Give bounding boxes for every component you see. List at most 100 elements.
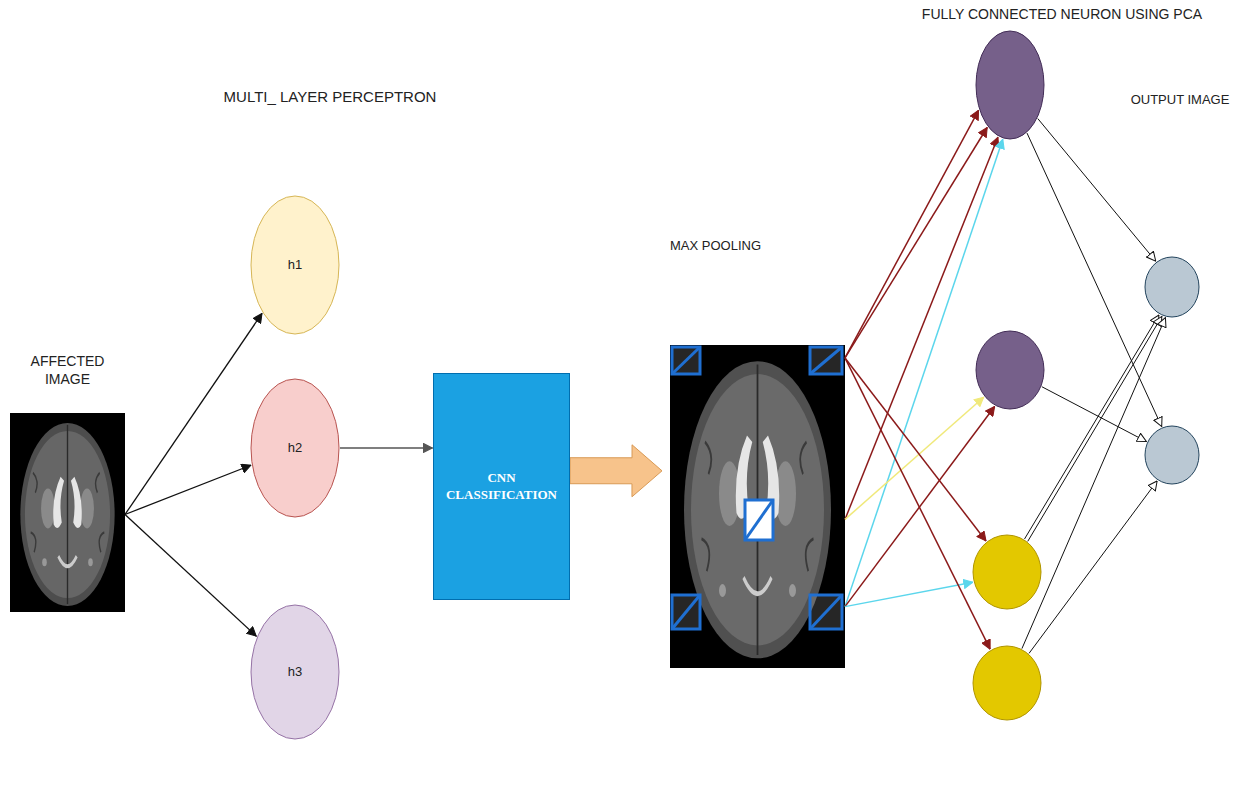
- connector-arrow: [1027, 133, 1162, 426]
- connector-group: [1027, 133, 1162, 426]
- drawing-part: [672, 347, 700, 374]
- connector-group: [1042, 387, 1147, 442]
- drawing-part: [672, 595, 700, 629]
- connector-group: [125, 313, 262, 514]
- neuron-circle: [1145, 426, 1199, 484]
- drawing-part: [672, 595, 700, 629]
- connector-group: [845, 397, 984, 519]
- drawing-part: [31, 473, 105, 553]
- pooling-image: MAX POOLING: [670, 238, 845, 668]
- connector-arrow: [125, 465, 251, 514]
- drawing-part: [42, 558, 47, 566]
- connector-arrow: [845, 397, 984, 519]
- neuron-circle: [251, 605, 339, 739]
- image-caption: AFFECTED IMAGE: [10, 353, 125, 388]
- process-box: CNN CLASSIFICATION: [433, 373, 570, 600]
- connector-group: [845, 358, 990, 649]
- hidden-neuron: h3: [250, 604, 340, 740]
- connector-arrow: [1042, 387, 1147, 442]
- block-arrow: [570, 445, 662, 497]
- drawing-part: [789, 584, 796, 597]
- fc-neuron: [975, 30, 1045, 140]
- fc-neuron: [975, 330, 1045, 410]
- neuron-circle: [973, 646, 1041, 720]
- pooling-window: [672, 347, 842, 629]
- connector-group: [570, 445, 662, 497]
- layer-title: OUTPUT IMAGE: [1131, 92, 1230, 108]
- drawing-part: [672, 347, 700, 374]
- connector-arrow: [125, 514, 256, 636]
- connector-arrow: [1038, 119, 1156, 262]
- drawing-part: [10, 413, 125, 612]
- neuron-outline: [972, 645, 1042, 721]
- connector-arrow: [1029, 481, 1157, 653]
- neuron-circle: [1145, 257, 1199, 317]
- connector-arrow: [845, 127, 987, 357]
- drawing-part: [745, 500, 773, 540]
- drawing-part: [810, 595, 842, 629]
- neuron-circle: [976, 331, 1044, 409]
- connector-group: [845, 582, 973, 606]
- neuron-circle: [251, 196, 339, 334]
- connector-arrow: [845, 358, 986, 541]
- connector-arrow: [1028, 316, 1162, 541]
- brain-scan: [670, 345, 845, 668]
- connector-arrow: [845, 358, 990, 649]
- drawing-part: [80, 489, 94, 529]
- drawing-part: [41, 489, 55, 529]
- drawing-part: [810, 595, 842, 629]
- node-label: h2: [288, 440, 302, 456]
- brain-scan: [10, 413, 125, 612]
- image-caption: MAX POOLING: [670, 238, 845, 254]
- neuron-outline: [972, 534, 1042, 610]
- drawing-part: [810, 347, 842, 374]
- connector-group: [125, 465, 251, 514]
- neuron-circle: [976, 31, 1044, 139]
- drawing-part: [67, 425, 68, 604]
- connector-group: [845, 358, 986, 541]
- drawing-part: [719, 584, 726, 597]
- neuron-circle: [251, 379, 339, 517]
- neuron-outline: [975, 330, 1045, 410]
- input-image: AFFECTED IMAGE: [10, 353, 125, 612]
- mri-illustration: [10, 413, 125, 612]
- connector-arrow: [845, 582, 973, 606]
- connector-arrow: [845, 137, 998, 519]
- pooling-illustration: [670, 345, 845, 668]
- connector-group: [125, 514, 256, 636]
- node-label: h1: [288, 257, 302, 273]
- drawing-part: [810, 347, 842, 374]
- connector-group: [1028, 316, 1162, 541]
- fc-neuron: [972, 645, 1042, 721]
- connector-group: [1029, 481, 1157, 653]
- drawing-part: [20, 423, 114, 606]
- node-label: CNN CLASSIFICATION: [440, 470, 563, 503]
- drawing-part: [745, 500, 773, 540]
- drawing-part: [744, 578, 772, 594]
- output-neuron: [1144, 256, 1200, 318]
- layer-title: FULLY CONNECTED NEURON USING PCA: [922, 6, 1202, 23]
- neuron-outline: [1144, 256, 1200, 318]
- neuron-circle: [973, 535, 1041, 609]
- node-label: h3: [288, 664, 302, 680]
- neuron-outline: [975, 30, 1045, 140]
- connector-group: [1038, 119, 1156, 262]
- drawing-part: [71, 477, 82, 528]
- drawing-part: [702, 442, 814, 571]
- drawing-part: [670, 345, 845, 668]
- drawing-part: [88, 558, 93, 566]
- connector-arrow: [125, 313, 262, 514]
- fc-neuron: [972, 534, 1042, 610]
- neuron-outline: [1144, 425, 1200, 485]
- hidden-neuron: h2: [250, 378, 340, 518]
- image-frame: [670, 345, 845, 668]
- output-neuron: [1144, 425, 1200, 485]
- layer-title: MULTI_ LAYER PERCEPTRON: [224, 88, 437, 106]
- image-frame: [10, 413, 125, 612]
- drawing-part: [58, 556, 76, 566]
- drawing-part: [53, 477, 64, 528]
- connector-group: [340, 447, 433, 448]
- connector-group: [845, 137, 998, 519]
- hidden-neuron: h1: [250, 195, 340, 335]
